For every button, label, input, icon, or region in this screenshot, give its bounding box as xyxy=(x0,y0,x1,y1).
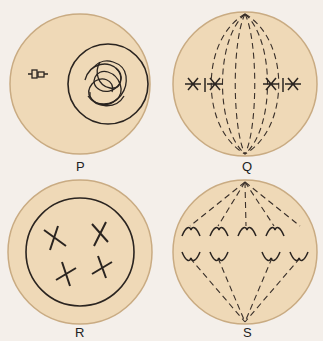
metaphase-chromosomes xyxy=(185,78,301,92)
cell-r xyxy=(8,180,152,324)
chromosomes xyxy=(44,222,112,286)
chromatin xyxy=(88,62,124,106)
nuclear-membrane xyxy=(26,198,134,306)
anaphase-chromosomes xyxy=(182,228,308,261)
cell-label: R xyxy=(75,326,84,339)
cell-s xyxy=(173,180,317,324)
cell-q xyxy=(173,12,317,156)
centriole xyxy=(38,72,44,77)
aster xyxy=(28,73,48,74)
cell-label: S xyxy=(243,326,252,339)
nucleus xyxy=(68,44,148,124)
cell-label: P xyxy=(76,160,85,173)
centriole xyxy=(32,70,37,78)
cell-label: Q xyxy=(242,160,252,173)
cell-p xyxy=(10,14,150,154)
